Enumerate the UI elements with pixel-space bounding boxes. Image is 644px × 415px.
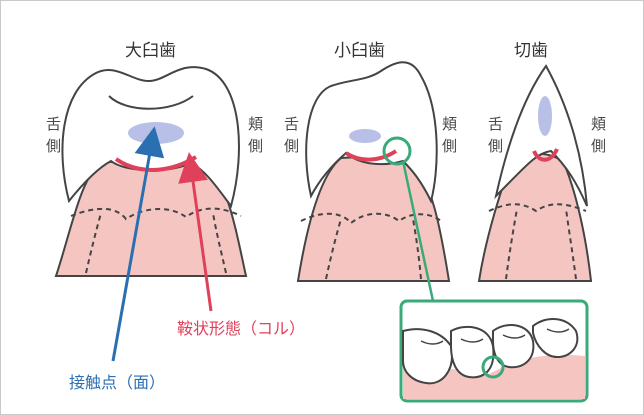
molar-lingual-1: 舌: [46, 115, 61, 133]
molar-illustration: [54, 66, 248, 277]
premolar-lingual-1: 舌: [284, 115, 299, 133]
molar-lingual-2: 側: [46, 137, 61, 155]
title-incisor: 切歯: [514, 41, 548, 61]
premolar-contact-area: [349, 129, 381, 143]
incisor-illustration: [477, 64, 593, 282]
incisor-buccal-2: 側: [591, 137, 606, 155]
incisor-lingual-2: 側: [488, 137, 503, 155]
molar-buccal-1: 頬: [248, 115, 263, 133]
title-molar: 大臼歯: [125, 41, 176, 61]
incisor-contact-area: [538, 96, 552, 136]
molar-contact-area: [128, 122, 184, 144]
inset-highlight-circle: [481, 355, 505, 379]
incisor-col-line: [532, 148, 559, 162]
molar-buccal-2: 側: [248, 137, 263, 155]
incisor-crown: [494, 64, 588, 207]
premolar-buccal-2: 側: [442, 137, 457, 155]
premolar-col-line: [344, 149, 398, 162]
contact-arrow: [111, 126, 165, 362]
premolar-illustration: [296, 61, 451, 282]
contact-label: 接触点（面）: [69, 373, 165, 392]
title-premolar: 小臼歯: [334, 41, 385, 61]
incisor-buccal-1: 頬: [591, 115, 606, 133]
incisor-lingual-1: 舌: [488, 115, 503, 133]
premolar-lingual-2: 側: [284, 137, 299, 155]
zoom-inset: [399, 160, 589, 403]
premolar-buccal-1: 頬: [442, 115, 457, 133]
col-arrow: [178, 152, 213, 312]
col-label: 鞍状形態（コル）: [177, 319, 305, 338]
premolar-highlight-circle: [382, 136, 412, 166]
